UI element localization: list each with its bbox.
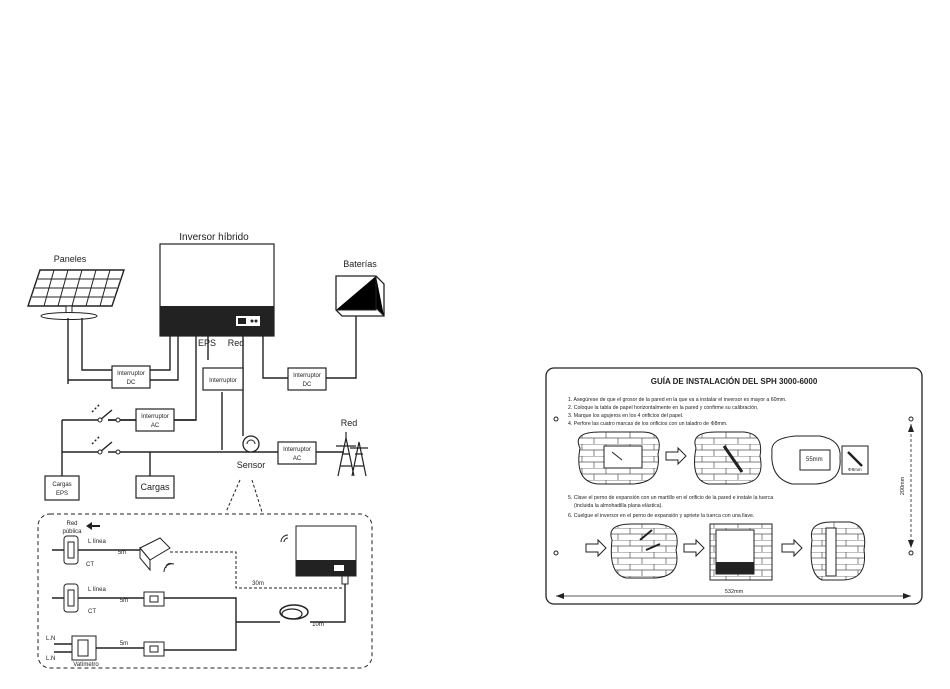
svg-text:Interruptor: Interruptor	[209, 378, 237, 384]
svg-text:CT: CT	[86, 562, 94, 568]
step-tighten-image	[810, 521, 866, 581]
svg-text:L.N: L.N	[46, 656, 55, 662]
power-tower-icon: Red	[336, 418, 368, 477]
svg-text:6. Cuelgue el inversor en el p: 6. Cuelgue el inversor en el perno de ex…	[568, 513, 754, 519]
svg-text:CT: CT	[88, 609, 96, 615]
svg-text:AC: AC	[151, 423, 160, 429]
step-bolt-image	[610, 523, 678, 579]
svg-text:30m: 30m	[252, 581, 264, 587]
svg-text:L línea: L línea	[88, 587, 106, 593]
width-dimension: 532mm	[725, 589, 744, 595]
eps-label: EPS	[198, 338, 216, 348]
svg-text:5. Clave el perno de expansión: 5. Clave el perno de expansión con un ma…	[568, 495, 773, 501]
svg-text:55mm: 55mm	[806, 457, 823, 463]
svg-text:Cargas: Cargas	[52, 482, 71, 488]
svg-text:DC: DC	[303, 382, 312, 388]
svg-text:Φ8mm: Φ8mm	[848, 467, 862, 472]
red-port-label: Red	[228, 338, 245, 348]
svg-text:Vatímetro: Vatímetro	[73, 662, 99, 668]
battery-icon: Baterías	[335, 259, 385, 317]
step-marks-image: 55mm	[771, 435, 841, 485]
svg-text:Red: Red	[66, 521, 77, 527]
ct-adapter-icon	[143, 591, 165, 607]
meter-icon	[139, 537, 175, 573]
wattmeter-icon	[71, 635, 97, 661]
svg-text:Interruptor: Interruptor	[293, 373, 321, 379]
batteries-label: Baterías	[343, 259, 377, 269]
ct-detail: Red pública L línea CT 5m L línea CT 5m …	[37, 513, 373, 669]
installation-guide: GUÍA DE INSTALACIÓN DEL SPH 3000-6000 1.…	[545, 367, 923, 605]
hybrid-inverter: Inversor híbrido	[159, 232, 275, 337]
ac-switch-right: Interruptor AC	[277, 441, 317, 465]
svg-text:Interruptor: Interruptor	[283, 447, 311, 453]
step-wall-paper-image	[577, 431, 660, 485]
svg-text:2. Coloque la tabla de papel h: 2. Coloque la tabla de papel horizontalm…	[568, 405, 758, 411]
inverter-title: Inversor híbrido	[179, 232, 249, 243]
height-dimension: 200mm	[900, 476, 906, 495]
loads-box: Cargas	[135, 475, 175, 499]
network-cable-icon	[279, 604, 309, 620]
svg-text:3. Marque los agujeros en los: 3. Marque los agujeros en los 4 orificio…	[568, 413, 683, 419]
step-hang-inverter-image	[709, 523, 773, 581]
svg-text:L.N: L.N	[46, 636, 55, 642]
sensor-icon: Sensor	[237, 435, 266, 470]
svg-text:Cargas: Cargas	[140, 482, 170, 492]
svg-text:AC: AC	[293, 456, 302, 462]
svg-text:DC: DC	[127, 380, 136, 386]
svg-text:4. Perfore las cuatro marcas d: 4. Perfore las cuatro marcas de los orif…	[568, 421, 728, 427]
svg-text:EPS: EPS	[56, 491, 68, 497]
adapter-icon	[143, 641, 165, 657]
sensor-label: Sensor	[237, 460, 266, 470]
panels-label: Paneles	[54, 254, 87, 264]
ac-switch-left: Interruptor AC	[135, 408, 175, 432]
dc-switch-left: Interruptor DC	[111, 365, 151, 389]
solar-panel-icon: Paneles	[27, 254, 125, 320]
svg-text:10m: 10m	[312, 622, 324, 628]
svg-text:Interruptor: Interruptor	[117, 371, 145, 377]
eps-loads-box: Cargas EPS	[44, 475, 80, 501]
guide-title: GUÍA DE INSTALACIÓN DEL SPH 3000-6000	[651, 377, 818, 386]
svg-text:1. Asegúrese de que el grosor: 1. Asegúrese de que el grosor de la pare…	[568, 397, 787, 403]
drill-bit-image: Φ8mm	[841, 445, 869, 475]
svg-text:5m: 5m	[120, 641, 128, 647]
dc-switch-right: Interruptor DC	[287, 367, 327, 391]
inverter-small-icon	[280, 525, 357, 585]
grid-label: Red	[341, 418, 358, 428]
svg-text:L línea: L línea	[88, 539, 106, 545]
svg-text:5m: 5m	[118, 550, 126, 556]
switch-box: Interruptor	[202, 367, 244, 391]
svg-text:Interruptor: Interruptor	[141, 414, 169, 420]
system-diagram: Inversor híbrido Paneles Baterías	[27, 232, 385, 513]
step-drill-image	[694, 431, 762, 485]
svg-text:pública: pública	[62, 529, 82, 535]
svg-text:(incluida la almohadilla plana: (incluida la almohadilla plana elástica)…	[574, 503, 663, 509]
svg-text:5m: 5m	[120, 598, 128, 604]
